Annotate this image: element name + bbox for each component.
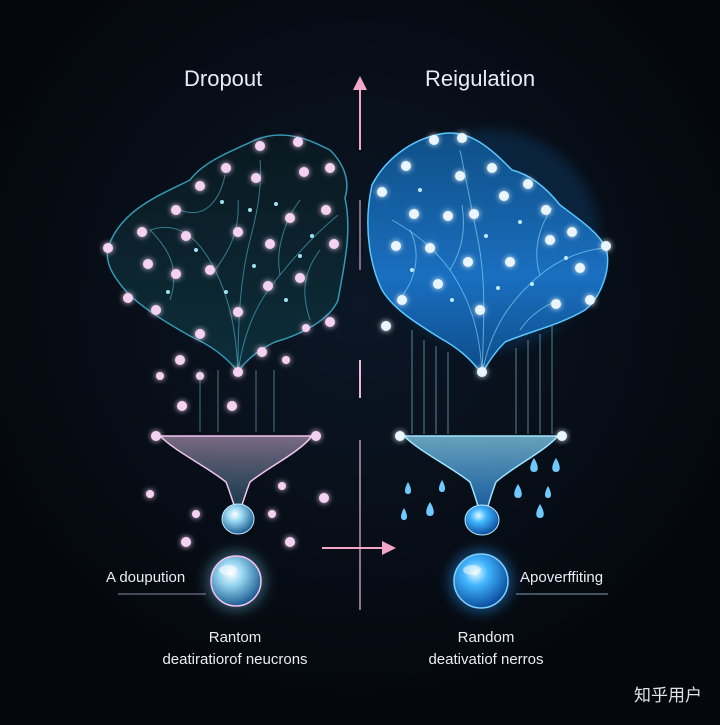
dropout-caption: Rantom deatiratiorof neucrons: [130, 627, 340, 671]
regulation-funnel: [395, 431, 567, 536]
right-side-label: Apoverffiting: [520, 569, 604, 586]
dropout-caption-line2-text: deatiratiorof neucrons: [162, 651, 308, 668]
regulation-network: [367, 130, 611, 613]
left-side-label: A doupution: [106, 569, 186, 586]
water-droplets: [401, 458, 560, 520]
up-arrow-icon: [353, 76, 367, 90]
regulation-caption-line1: Random: [457, 629, 515, 646]
dropout-network: [103, 134, 349, 611]
center-divider: [322, 76, 396, 610]
watermark: 知乎用户: [634, 686, 702, 705]
right-arrow-icon: [382, 541, 396, 555]
regulation-caption: Random deativatiof nerros: [386, 627, 586, 671]
dropout-title: Dropout: [184, 66, 263, 91]
dropout-orb: [206, 551, 266, 611]
regulation-caption-line2: deativatiof nerros: [428, 651, 544, 668]
dropout-caption-line1: Rantom: [208, 629, 262, 646]
regulation-orb: [449, 549, 513, 613]
dropout-funnel: [151, 431, 321, 535]
regulation-title: Reigulation: [425, 66, 536, 91]
